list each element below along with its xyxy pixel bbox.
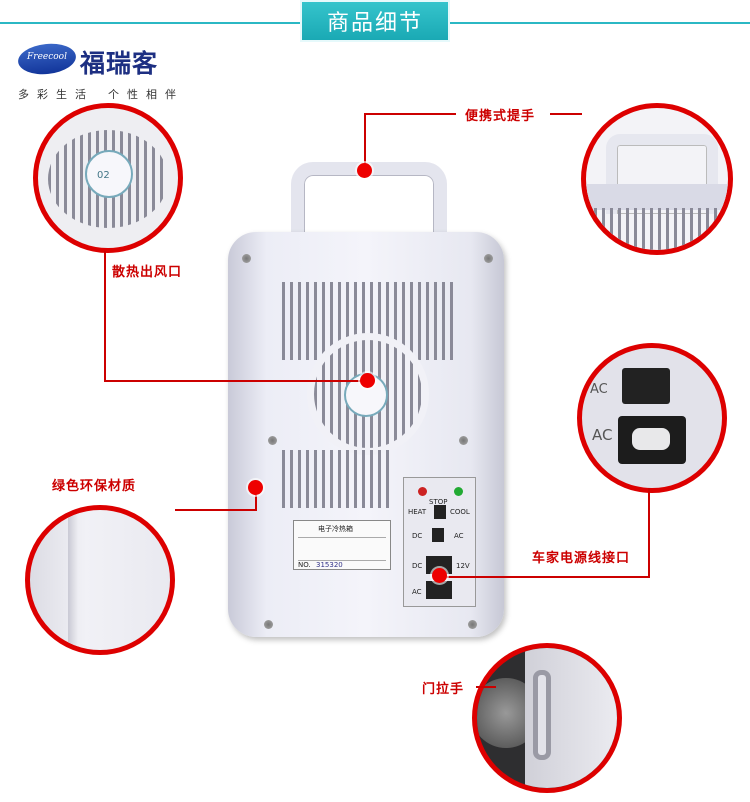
control-panel: STOP HEAT COOL DC AC DC 12V AC	[403, 477, 476, 607]
panel-12v: 12V	[456, 562, 470, 570]
dc-socket[interactable]	[426, 556, 452, 574]
door-detail-circle	[472, 643, 622, 793]
vent-marker	[360, 373, 375, 388]
handle-detail-circle	[581, 103, 733, 255]
spec-plate: 电子冷热箱 NO. 315320	[293, 520, 391, 570]
header-tab	[300, 0, 450, 42]
power-detail-circle: AC AC	[577, 343, 727, 493]
label-handle: 便携式提手	[465, 109, 536, 124]
panel-heat: HEAT	[408, 508, 427, 516]
panel-dc-bottom: DC	[412, 562, 423, 570]
plate-title: 电子冷热箱	[318, 525, 353, 533]
bottom-grill	[282, 450, 392, 508]
panel-dc-top: DC	[412, 532, 423, 540]
power-marker	[432, 568, 447, 583]
panel-ac-top: AC	[454, 532, 464, 540]
label-material: 绿色环保材质	[52, 479, 137, 494]
handle-marker	[357, 163, 372, 178]
slogan-left: 多彩生活	[18, 88, 94, 101]
panel-ac-bottom: AC	[412, 588, 422, 596]
vent-detail-circle: 02	[33, 103, 183, 253]
ac-socket[interactable]	[426, 581, 452, 599]
label-power: 车家电源线接口	[532, 551, 631, 566]
plate-no-value: 315320	[316, 561, 343, 569]
material-detail-circle	[25, 505, 175, 655]
page-title: 商品细节	[326, 11, 423, 36]
label-door: 门拉手	[422, 682, 465, 697]
slogan-right: 个性相伴	[108, 88, 184, 101]
mode-switch[interactable]	[434, 505, 446, 519]
material-marker	[248, 480, 263, 495]
panel-stop: STOP	[429, 498, 448, 506]
label-vent: 散热出风口	[112, 265, 183, 280]
brand-name: 福瑞客	[80, 49, 159, 78]
source-switch[interactable]	[432, 528, 444, 542]
plate-no-label: NO.	[298, 561, 311, 569]
brand-logo-mark: Freecool	[27, 52, 67, 62]
panel-cool: COOL	[450, 508, 470, 516]
vent-badge-text: 02	[97, 170, 110, 181]
